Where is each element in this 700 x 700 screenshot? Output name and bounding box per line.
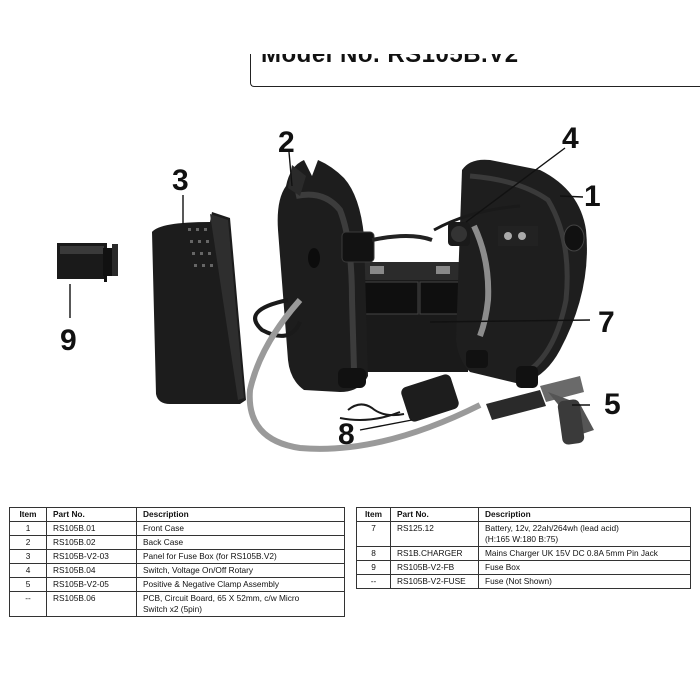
cell-description: PCB, Circuit Board, 65 X 52mm, c/w Micro… — [136, 591, 345, 617]
exploded-parts-diagram: 1 2 3 4 5 7 8 9 — [57, 122, 621, 452]
header-part-no: Part No. — [390, 507, 479, 522]
cell-description: Positive & Negative Clamp Assembly — [136, 577, 345, 592]
table-row: 7 RS125.12 Battery, 12v, 22ah/264wh (lea… — [356, 521, 691, 547]
cell-description: Back Case — [136, 535, 345, 550]
callout-2: 2 — [278, 126, 295, 159]
table-row: 4 RS105B.04 Switch, Voltage On/Off Rotar… — [9, 563, 345, 578]
cell-part-no: RS105B-V2-FB — [390, 560, 479, 575]
cell-description: Fuse (Not Shown) — [478, 574, 691, 589]
cell-item: 2 — [9, 535, 47, 550]
table-row: 8 RS1B.CHARGER Mains Charger UK 15V DC 0… — [356, 546, 691, 561]
cables — [246, 204, 521, 452]
cell-part-no: RS105B-V2-05 — [46, 577, 137, 592]
callout-4: 4 — [562, 122, 579, 155]
description-line-1: Battery, 12v, 22ah/264wh (lead acid) — [485, 523, 619, 533]
cell-description: Panel for Fuse Box (for RS105B.V2) — [136, 549, 345, 564]
cell-description: Front Case — [136, 521, 345, 536]
callout-5: 5 — [604, 388, 621, 421]
table-row: 3 RS105B-V2-03 Panel for Fuse Box (for R… — [9, 549, 345, 564]
description-line-1: PCB, Circuit Board, 65 X 52mm, c/w Micro — [143, 593, 300, 603]
callout-7: 7 — [598, 306, 615, 339]
header-item: Item — [356, 507, 391, 522]
table-row: 5 RS105B-V2-05 Positive & Negative Clamp… — [9, 577, 345, 592]
description-line-2: Switch x2 (5pin) — [143, 604, 203, 614]
table-header-row: Item Part No. Description — [356, 507, 691, 522]
clamp-assembly-part — [486, 376, 594, 445]
callout-8: 8 — [338, 418, 355, 451]
cell-description: Mains Charger UK 15V DC 0.8A 5mm Pin Jac… — [478, 546, 691, 561]
cell-description: Battery, 12v, 22ah/264wh (lead acid)(H:1… — [478, 521, 691, 547]
table-row: 1 RS105B.01 Front Case — [9, 521, 345, 536]
rotary-switch-part — [448, 222, 538, 246]
table-header-row: Item Part No. Description — [9, 507, 345, 522]
front-case-part — [456, 159, 587, 388]
cell-part-no: RS105B.01 — [46, 521, 137, 536]
cell-item: 5 — [9, 577, 47, 592]
cell-item: 3 — [9, 549, 47, 564]
cell-item: -- — [356, 574, 391, 589]
model-number-text: Model No. RS105B.V2 — [261, 54, 519, 68]
cell-item: 9 — [356, 560, 391, 575]
header-part-no: Part No. — [46, 507, 137, 522]
cell-part-no: RS1B.CHARGER — [390, 546, 479, 561]
table-row: -- RS105B-V2-FUSE Fuse (Not Shown) — [356, 574, 691, 589]
parts-table-right: Item Part No. Description 7 RS125.12 Bat… — [356, 507, 691, 589]
cell-part-no: RS105B.04 — [46, 563, 137, 578]
header-item: Item — [9, 507, 47, 522]
fuse-box-part — [57, 243, 118, 282]
parts-table-left: Item Part No. Description 1 RS105B.01 Fr… — [9, 507, 345, 617]
callout-1: 1 — [584, 180, 601, 213]
charger-part — [339, 374, 459, 422]
cell-part-no: RS105B-V2-03 — [46, 549, 137, 564]
cell-item: 1 — [9, 521, 47, 536]
callout-3: 3 — [172, 164, 189, 197]
header-description: Description — [478, 507, 691, 522]
model-number-box: Model No. RS105B.V2 — [250, 54, 700, 87]
cell-description: Fuse Box — [478, 560, 691, 575]
cell-description: Switch, Voltage On/Off Rotary — [136, 563, 345, 578]
fuse-panel-part — [152, 212, 246, 404]
cell-part-no: RS105B.02 — [46, 535, 137, 550]
cell-part-no: RS105B.06 — [46, 591, 137, 617]
description-line-2: (H:165 W:180 B:75) — [485, 534, 559, 544]
back-case-part — [277, 160, 375, 392]
table-row: 2 RS105B.02 Back Case — [9, 535, 345, 550]
cell-part-no: RS105B-V2-FUSE — [390, 574, 479, 589]
cell-item: 8 — [356, 546, 391, 561]
callout-9: 9 — [60, 324, 77, 357]
cell-item: 4 — [9, 563, 47, 578]
table-row: 9 RS105B-V2-FB Fuse Box — [356, 560, 691, 575]
leader-lines — [69, 147, 591, 431]
cell-item: -- — [9, 591, 47, 617]
table-row: -- RS105B.06 PCB, Circuit Board, 65 X 52… — [9, 591, 345, 617]
battery-part — [356, 262, 468, 372]
cell-part-no: RS125.12 — [390, 521, 479, 547]
header-description: Description — [136, 507, 345, 522]
cell-item: 7 — [356, 521, 391, 547]
